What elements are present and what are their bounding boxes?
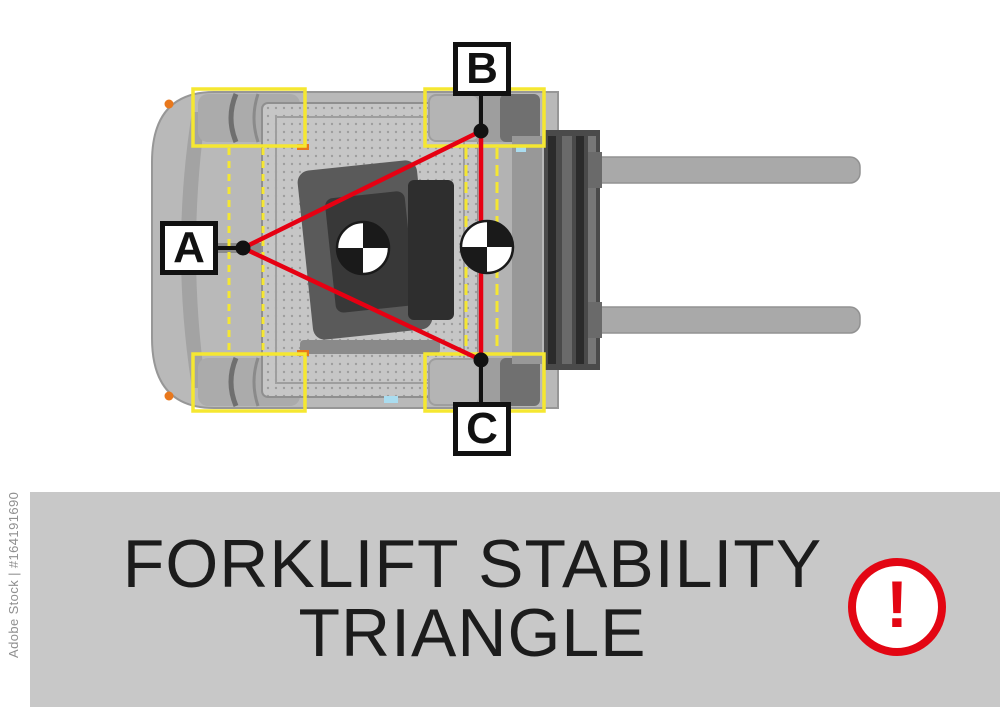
point-label-b-text: B: [466, 44, 498, 93]
point-label-c: C: [453, 402, 511, 456]
front-right-wheel: [428, 358, 540, 406]
mast-assembly: [512, 130, 600, 370]
cg-symbol-left: [335, 220, 391, 276]
marker-light-top: [164, 99, 174, 109]
title-line-1: FORKLIFT STABILITY: [122, 526, 823, 602]
forklift-top-view-diagram: [151, 87, 861, 413]
fork-lower: [591, 306, 861, 334]
fork-heel-lower: [588, 302, 602, 338]
marker-light-bottom: [164, 391, 174, 401]
point-label-c-text: C: [466, 404, 498, 453]
fork-heel-upper: [588, 152, 602, 188]
machinery-block: [408, 180, 454, 320]
cg-symbol-right: [459, 219, 515, 275]
wheel-outline-rear-left: [191, 87, 307, 148]
vertex-dot-c: [473, 352, 489, 368]
triangle-vertex-dots: [235, 123, 489, 368]
warning-exclamation-icon: !: [886, 567, 908, 641]
watermark: Adobe Stock | #164191690: [6, 492, 21, 658]
title-banner: [30, 492, 1000, 707]
page-title: FORKLIFT STABILITY TRIANGLE: [30, 526, 915, 672]
point-label-a-text: A: [173, 223, 205, 272]
vertex-dot-a: [235, 240, 251, 256]
title-line-2: TRIANGLE: [298, 595, 647, 672]
point-label-a: A: [160, 221, 218, 275]
wheel-outline-rear-right: [191, 352, 307, 413]
warning-icon: !: [848, 558, 946, 656]
vertex-dot-b: [473, 123, 489, 139]
front-left-wheel: [428, 94, 540, 142]
fork-upper: [591, 156, 861, 184]
blue-detail-right: [516, 146, 526, 152]
point-label-b: B: [453, 42, 511, 96]
blue-detail-bottom: [384, 396, 398, 403]
watermark-text: Adobe Stock | #164191690: [6, 491, 21, 658]
floor-plate: [300, 340, 440, 354]
